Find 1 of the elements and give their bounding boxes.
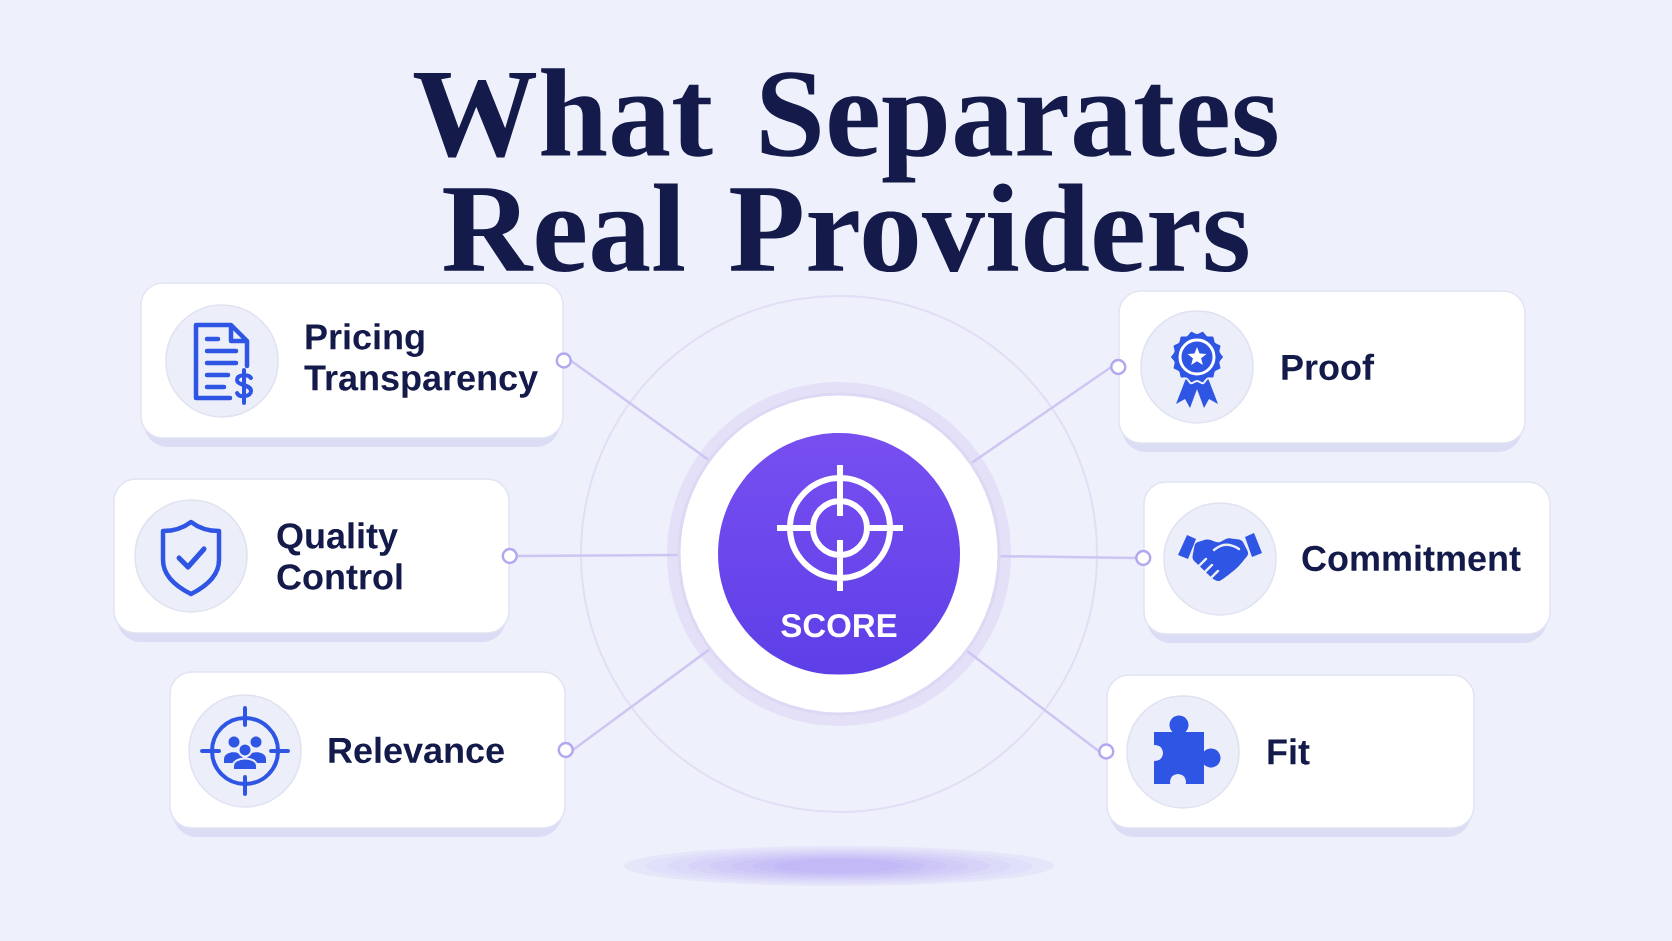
- title: What Separates Real Providers: [413, 68, 1277, 273]
